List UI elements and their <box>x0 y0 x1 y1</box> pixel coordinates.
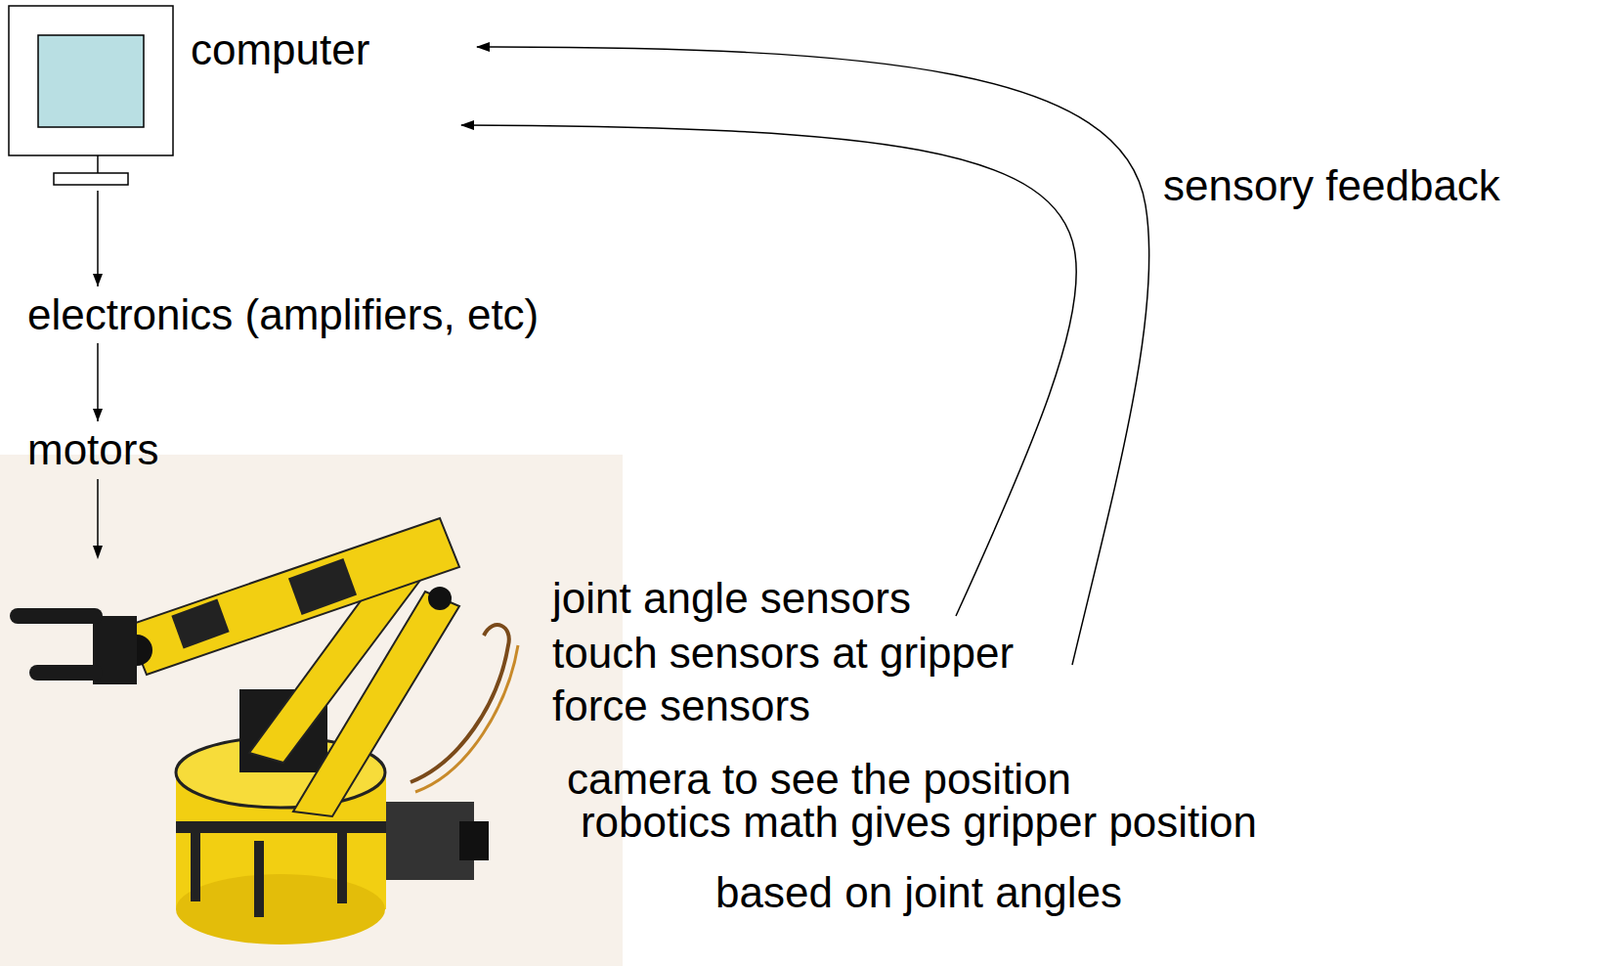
arrow-head <box>92 408 103 422</box>
sensor-label: joint angle sensors <box>552 573 911 623</box>
node-text: computer <box>190 25 370 75</box>
arrow-head <box>92 273 103 287</box>
feedback-curve <box>461 125 1077 616</box>
sensor-label: camera to see the position <box>566 754 1072 804</box>
photo-background <box>0 454 623 966</box>
robot-arm <box>9 518 519 945</box>
node-text: electronics (amplifiers, etc) <box>27 290 539 340</box>
motor-arrow <box>92 478 103 560</box>
text-node: electronics (amplifiers, etc) <box>27 290 539 340</box>
sensor-label: force sensors <box>552 681 811 731</box>
flow-arrow <box>92 190 103 287</box>
flow-arrow <box>92 343 103 422</box>
text-node: motors <box>27 425 159 475</box>
arrow-line <box>96 190 99 287</box>
sensor-label: touch sensors at gripper <box>552 628 1014 678</box>
feedback-label: sensory feedback <box>1163 161 1501 211</box>
node-text: motors <box>27 425 159 475</box>
feedback-curve <box>476 46 1150 665</box>
computer-node: computer <box>7 4 176 187</box>
monitor-icon <box>7 4 176 187</box>
math-label: robotics math gives gripper position bas… <box>547 786 1291 928</box>
